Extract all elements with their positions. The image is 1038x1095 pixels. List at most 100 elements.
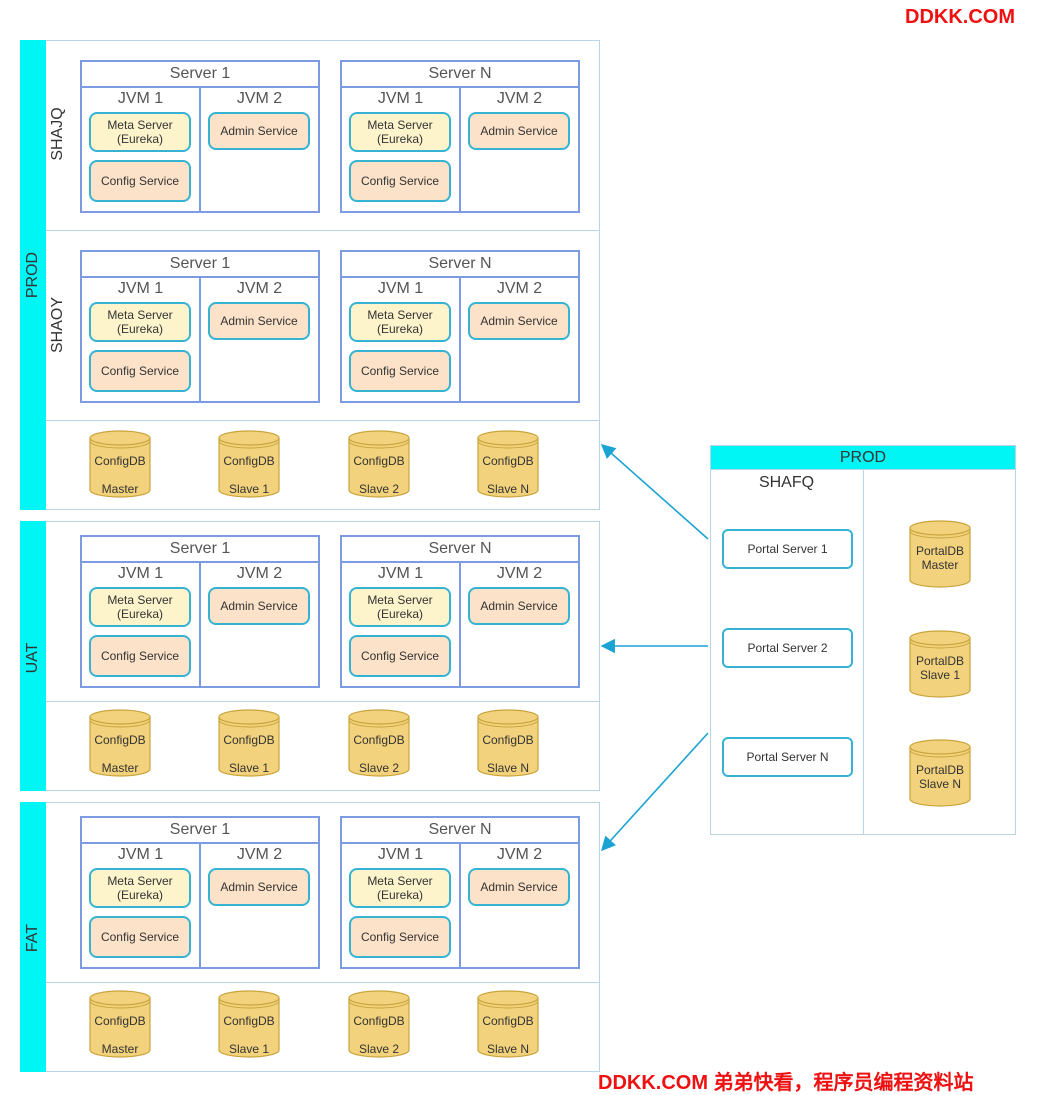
config-service-node: Config Service	[89, 916, 191, 958]
meta-server-line2: (Eureka)	[376, 888, 423, 902]
meta-server-line1: Meta Server	[367, 308, 433, 322]
configdb-label: ConfigDB	[94, 1014, 146, 1028]
portaldb-role: Master	[921, 558, 959, 572]
configdb-role: Slave 1	[228, 761, 270, 775]
database-cylinder-icon	[477, 709, 539, 777]
jvm-1-label: JVM 1	[117, 90, 164, 107]
server-title: Server 1	[82, 252, 318, 278]
meta-server-line1: Meta Server	[367, 118, 433, 132]
meta-server-text: Meta Server(Eureka)	[107, 593, 172, 621]
server-box: Server 1 JVM 1 JVM 2 Meta Server(Eureka) Con…	[80, 816, 320, 969]
database-cylinder-icon	[218, 709, 280, 777]
jvm-divider	[459, 276, 461, 401]
uat-divider	[46, 701, 600, 702]
database-cylinder-icon	[477, 990, 539, 1058]
arrow-to-fat	[601, 732, 709, 852]
portal-panel-divider	[863, 470, 864, 835]
meta-server-line1: Meta Server	[107, 874, 173, 888]
meta-server-node: Meta Server(Eureka)	[349, 302, 451, 342]
configdb-label: ConfigDB	[353, 733, 405, 747]
configdb-role: Slave 1	[228, 1042, 270, 1056]
config-service-node: Config Service	[349, 635, 451, 677]
configdb-role: Master	[101, 761, 139, 775]
jvm-2-label: JVM 2	[236, 846, 283, 863]
server-title: Server N	[342, 252, 578, 278]
database-cylinder-icon	[89, 709, 151, 777]
env-prod-label: PROD	[24, 251, 41, 299]
configdb-role: Master	[101, 482, 139, 496]
jvm-1-label: JVM 1	[117, 846, 164, 863]
database-cylinder-icon	[909, 739, 971, 807]
dc-shafq-label: SHAFQ	[758, 474, 815, 491]
config-service-node: Config Service	[349, 160, 451, 202]
meta-server-text: Meta Server(Eureka)	[367, 874, 432, 902]
configdb-role: Slave N	[486, 482, 530, 496]
fat-divider	[46, 982, 600, 983]
configdb-label: ConfigDB	[94, 454, 146, 468]
admin-service-node: Admin Service	[208, 302, 310, 340]
jvm-divider	[459, 86, 461, 211]
meta-server-line2: (Eureka)	[376, 322, 423, 336]
configdb-node: ConfigDB Slave 2	[348, 990, 410, 1058]
env-prod-bar	[20, 40, 46, 510]
jvm-1-label: JVM 1	[117, 565, 164, 582]
server-title: Server N	[342, 818, 578, 844]
admin-service-node: Admin Service	[468, 587, 570, 625]
configdb-role: Slave 2	[358, 761, 400, 775]
meta-server-line2: (Eureka)	[116, 607, 163, 621]
meta-server-line2: (Eureka)	[376, 607, 423, 621]
configdb-role: Slave 2	[358, 482, 400, 496]
jvm-divider	[199, 842, 201, 967]
admin-service-node: Admin Service	[468, 302, 570, 340]
database-cylinder-icon	[348, 990, 410, 1058]
configdb-role: Master	[101, 1042, 139, 1056]
admin-service-node: Admin Service	[468, 112, 570, 150]
configdb-role: Slave 2	[358, 1042, 400, 1056]
meta-server-text: Meta Server(Eureka)	[107, 874, 172, 902]
config-service-node: Config Service	[89, 635, 191, 677]
jvm-divider	[199, 561, 201, 686]
config-service-node: Config Service	[349, 916, 451, 958]
meta-server-line2: (Eureka)	[376, 132, 423, 146]
meta-server-node: Meta Server(Eureka)	[89, 302, 191, 342]
config-service-node: Config Service	[89, 160, 191, 202]
server-title: Server 1	[82, 62, 318, 88]
meta-server-text: Meta Server(Eureka)	[367, 593, 432, 621]
database-cylinder-icon	[909, 630, 971, 698]
configdb-role: Slave N	[486, 761, 530, 775]
database-cylinder-icon	[477, 430, 539, 498]
portaldb-role: Slave 1	[919, 668, 961, 682]
meta-server-text: Meta Server(Eureka)	[107, 308, 172, 336]
portaldb-label: PortalDB	[915, 654, 965, 668]
configdb-label: ConfigDB	[353, 1014, 405, 1028]
admin-service-node: Admin Service	[208, 112, 310, 150]
watermark-top: DDKK.COM	[905, 6, 1015, 28]
admin-service-node: Admin Service	[208, 587, 310, 625]
meta-server-node: Meta Server(Eureka)	[89, 112, 191, 152]
server-title: Server 1	[82, 818, 318, 844]
database-cylinder-icon	[348, 709, 410, 777]
configdb-node: ConfigDB Master	[89, 430, 151, 498]
meta-server-line2: (Eureka)	[116, 132, 163, 146]
configdb-label: ConfigDB	[223, 454, 275, 468]
meta-server-text: Meta Server(Eureka)	[367, 308, 432, 336]
configdb-label: ConfigDB	[223, 733, 275, 747]
jvm-2-label: JVM 2	[236, 280, 283, 297]
jvm-divider	[199, 86, 201, 211]
meta-server-line2: (Eureka)	[116, 888, 163, 902]
meta-server-node: Meta Server(Eureka)	[349, 587, 451, 627]
jvm-divider	[459, 842, 461, 967]
configdb-label: ConfigDB	[482, 1014, 534, 1028]
server-title: Server N	[342, 62, 578, 88]
jvm-2-label: JVM 2	[496, 846, 543, 863]
prod-divider-2	[46, 420, 600, 421]
